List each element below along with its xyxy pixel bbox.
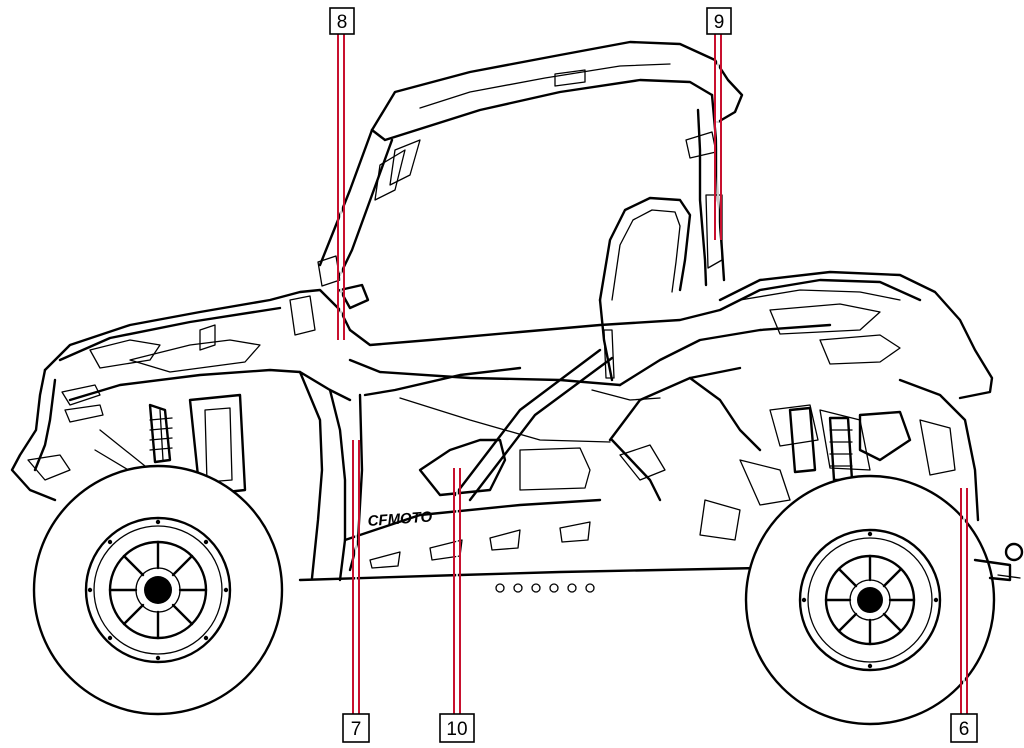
seat (591, 196, 692, 401)
callout-6: 6 (950, 713, 978, 743)
callout-leaders (337, 32, 968, 715)
front-wheel (32, 464, 284, 716)
callout-8: 8 (329, 7, 355, 35)
callout-8-label: 8 (337, 12, 348, 33)
callout-10: 10 (439, 713, 475, 743)
rear-wheel (744, 474, 996, 726)
vehicle-illustration: CFMOTO (10, 40, 1024, 726)
tow-hitch (973, 542, 1024, 582)
leader-9 (714, 32, 722, 240)
callout-6-label: 6 (959, 719, 970, 740)
leader-7 (352, 440, 360, 715)
leader-6 (960, 488, 968, 715)
rocker-holes (495, 583, 595, 593)
callout-10-label: 10 (446, 719, 467, 740)
front-body (10, 255, 370, 502)
rear-body (608, 270, 994, 522)
callout-7-label: 7 (351, 719, 362, 740)
callout-9-box (706, 7, 732, 35)
front-suspension (94, 393, 247, 497)
callout-8-box (329, 7, 355, 35)
callout-6-box (950, 713, 978, 743)
callout-9-label: 9 (714, 12, 725, 33)
callout-10-box (439, 713, 475, 743)
rear-wheel-lugs (801, 531, 939, 669)
callout-9: 9 (706, 7, 732, 35)
brand-decal: CFMOTO (367, 508, 433, 529)
callout-7: 7 (342, 713, 370, 743)
rear-wheel-spokes (824, 554, 916, 646)
front-wheel-lugs (87, 519, 229, 661)
callout-7-box (342, 713, 370, 743)
front-wheel-spokes (108, 540, 208, 640)
leader-10 (453, 468, 461, 715)
roll-cage (318, 40, 744, 287)
side-body-panel (68, 278, 922, 593)
leader-8 (337, 32, 345, 340)
